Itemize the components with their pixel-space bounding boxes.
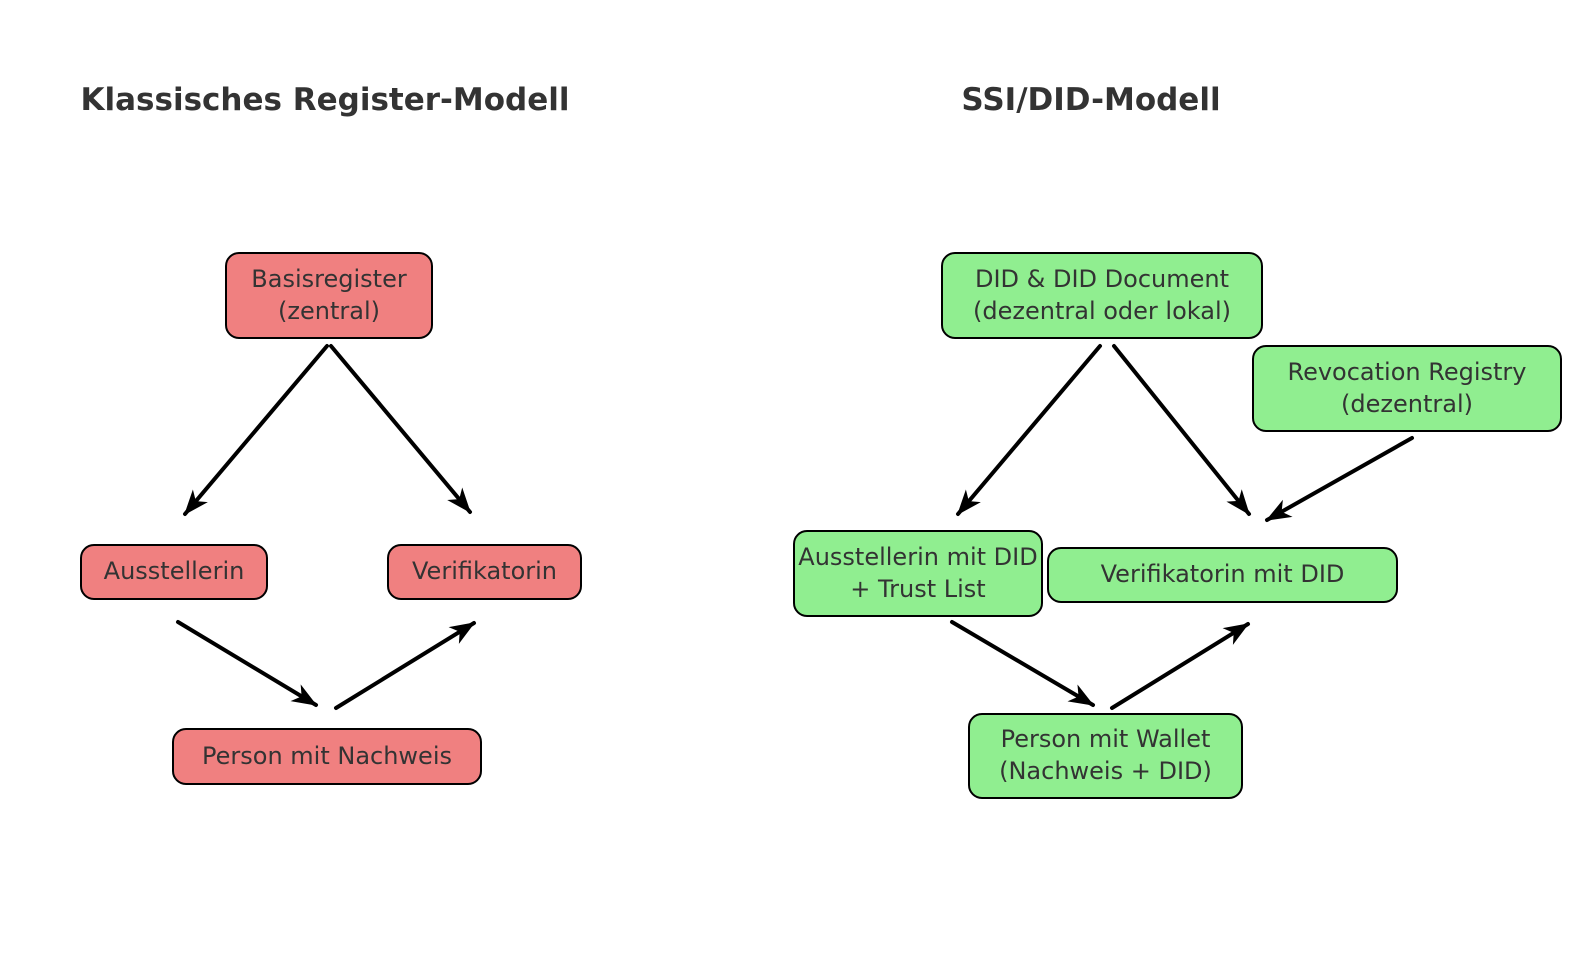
node-revocation-registry: Revocation Registry (dezentral): [1252, 345, 1562, 432]
arrow-person-nachweis-to-verifikatorin: [334, 621, 476, 710]
node-person-mit-wallet: Person mit Wallet (Nachweis + DID): [968, 713, 1243, 799]
arrow-basisregister-to-ausstellerin: [183, 344, 329, 516]
arrow-did-document-to-verifikatorin-did: [1112, 344, 1251, 516]
left-diagram-title: Klassisches Register-Modell: [80, 82, 570, 118]
node-ausstellerin-mit-did: Ausstellerin mit DID + Trust List: [793, 530, 1043, 617]
node-ausstellerin: Ausstellerin: [80, 544, 268, 600]
arrow-ausstellerin-to-person-nachweis: [176, 620, 318, 707]
node-did-document: DID & DID Document (dezentral oder lokal…: [941, 252, 1263, 339]
right-diagram-title: SSI/DID-Modell: [961, 82, 1221, 118]
node-verifikatorin-mit-did: Verifikatorin mit DID: [1047, 547, 1398, 603]
arrow-did-document-to-ausstellerin-did: [956, 344, 1102, 516]
arrow-ausstellerin-did-to-person-wallet: [950, 620, 1095, 707]
arrow-basisregister-to-verifikatorin: [329, 344, 472, 514]
arrow-revocation-to-verifikatorin-did: [1265, 436, 1414, 522]
arrow-person-wallet-to-verifikatorin-did: [1110, 622, 1250, 710]
node-person-nachweis: Person mit Nachweis: [172, 728, 482, 785]
node-basisregister: Basisregister (zentral): [225, 252, 433, 339]
node-verifikatorin: Verifikatorin: [387, 544, 582, 600]
